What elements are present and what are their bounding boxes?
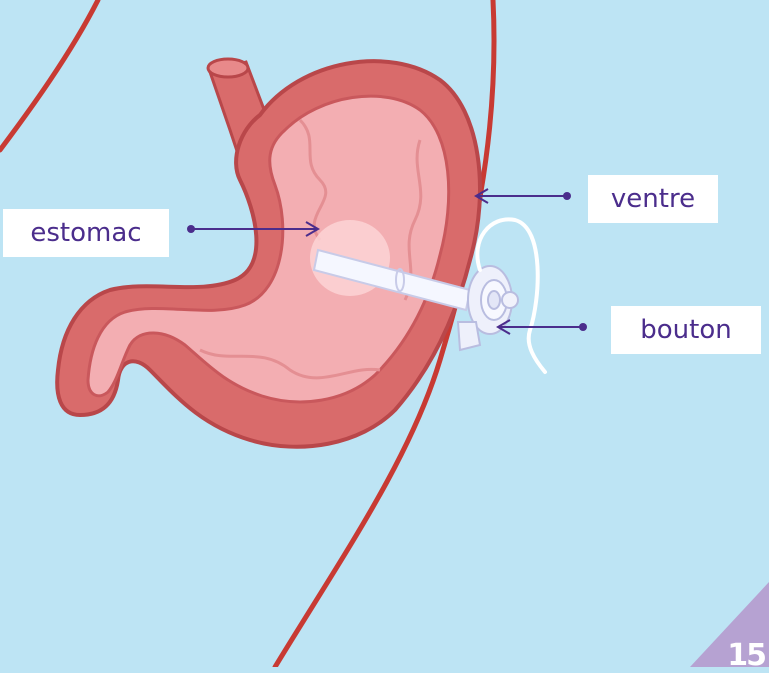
arrow-ventre [476, 189, 571, 203]
label-ventre: ventre [588, 175, 718, 223]
label-estomac: estomac [3, 209, 169, 257]
label-bouton: bouton [611, 306, 761, 354]
arrow-bouton [498, 320, 587, 334]
page-number: 15 [727, 638, 765, 673]
body-outline-left [0, 0, 98, 150]
